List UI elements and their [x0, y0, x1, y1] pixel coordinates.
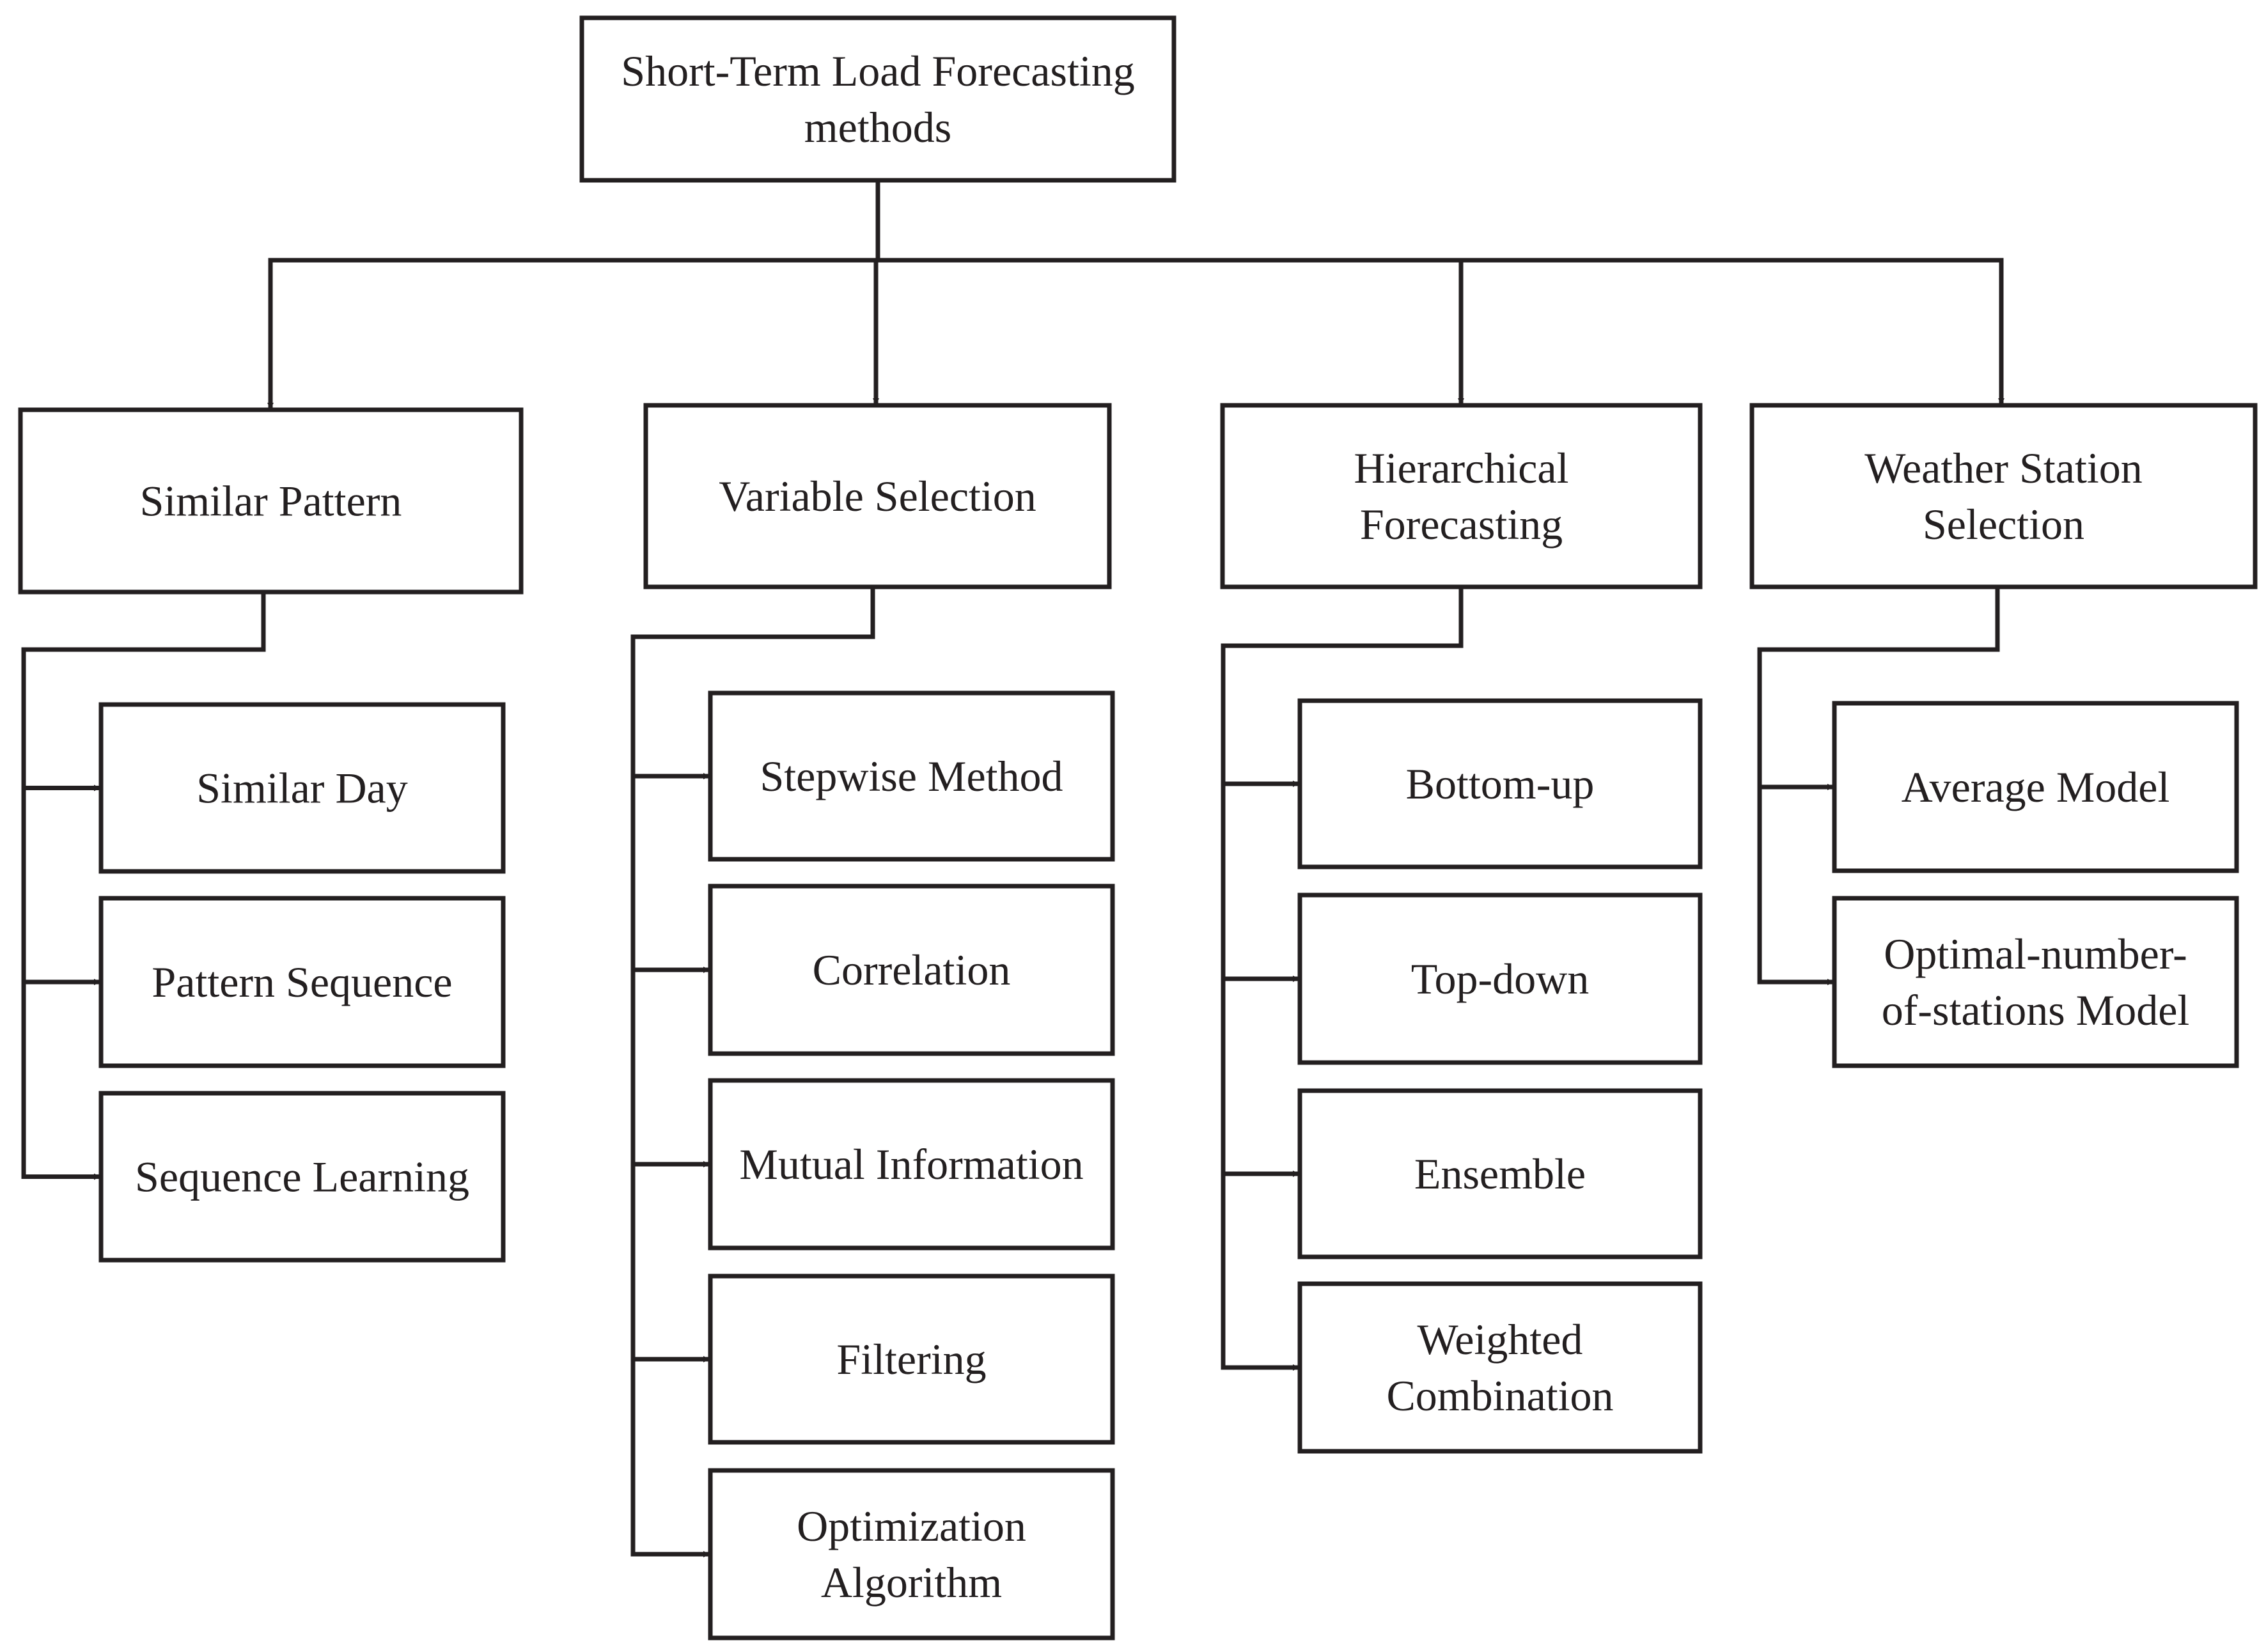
category-node-similar-pattern-label-line-1: Similar Pattern: [140, 477, 402, 526]
weather-station-selection-bus-line: [1757, 584, 2000, 985]
method-node-sequence-learning: Sequence Learning: [98, 1091, 506, 1263]
category-node-weather-station-selection-label-line-2: Selection: [1923, 500, 2084, 549]
method-node-optimization-algorithm-box: [708, 1468, 1115, 1640]
method-node-similar-day: Similar Day: [98, 702, 506, 874]
method-node-sequence-learning-label-line-1: Sequence Learning: [135, 1153, 469, 1201]
method-node-stepwise-method: Stepwise Method: [708, 690, 1115, 862]
root-node-short-term-load-forecasting-methods-label-line-2: methods: [804, 103, 951, 152]
category-node-similar-pattern: Similar Pattern: [18, 407, 524, 595]
method-node-average-model-box: [1832, 701, 2239, 873]
variable-selection-bus-line: [630, 573, 875, 1557]
method-node-bottom-up: Bottom-up: [1297, 698, 1703, 869]
method-node-mutual-information-label-line-1: Mutual Information: [739, 1140, 1083, 1188]
category-node-hierarchical-forecasting-box: [1220, 403, 1703, 589]
method-node-pattern-sequence-label-line-1: Pattern Sequence: [152, 958, 452, 1006]
method-node-bottom-up-box: [1297, 698, 1703, 869]
method-node-weighted-combination-box: [1297, 1281, 1703, 1454]
method-node-optimal-number-of-stations-model-label-line-2: of-stations Model: [1882, 986, 2190, 1034]
method-node-top-down-box: [1297, 892, 1703, 1065]
similar-pattern-bus-line: [21, 584, 266, 1179]
method-node-correlation-label-line-1: Correlation: [813, 946, 1011, 994]
category-node-variable-selection-box: [643, 403, 1112, 589]
method-node-stepwise-method-box: [708, 690, 1115, 862]
hierarchical-forecasting-bus-line: [1221, 584, 1464, 1370]
method-node-bottom-up-label-line-1: Bottom-up: [1406, 760, 1595, 808]
method-node-pattern-sequence-box: [98, 896, 506, 1068]
root-node-short-term-load-forecasting-methods: Short-Term Load Forecasting methods: [579, 15, 1176, 183]
method-node-stepwise-method-label-line-1: Stepwise Method: [760, 752, 1063, 800]
method-node-mutual-information: Mutual Information: [708, 1078, 1115, 1251]
method-node-top-down-label-line-1: Top-down: [1411, 955, 1590, 1003]
method-node-correlation: Correlation: [708, 884, 1115, 1056]
category-node-weather-station-selection-box: [1749, 403, 2258, 589]
method-node-pattern-sequence: Pattern Sequence: [98, 896, 506, 1068]
category-node-weather-station-selection-label-line-1: Weather Station: [1864, 444, 2143, 492]
method-node-optimal-number-of-stations-model-box: [1832, 896, 2239, 1068]
method-node-ensemble: Ensemble: [1297, 1088, 1703, 1259]
method-node-ensemble-box: [1297, 1088, 1703, 1259]
method-node-filtering-box: [708, 1274, 1115, 1445]
method-node-sequence-learning-box: [98, 1091, 506, 1263]
category-node-hierarchical-forecasting-label-line-1: Hierarchical: [1354, 444, 1569, 492]
method-node-weighted-combination-label-line-1: Weighted: [1418, 1315, 1583, 1364]
connectors: [21, 178, 2004, 1557]
root-node-short-term-load-forecasting-methods-label-line-1: Short-Term Load Forecasting: [621, 47, 1134, 95]
nodes: Short-Term Load Forecasting methodsSimila…: [18, 15, 2258, 1640]
method-node-similar-day-box: [98, 702, 506, 874]
method-node-optimal-number-of-stations-model-label-line-1: Optimal-number-: [1884, 930, 2187, 978]
category-node-hierarchical-forecasting-label-line-2: Forecasting: [1360, 500, 1563, 549]
category-node-similar-pattern-box: [18, 407, 524, 595]
method-node-filtering-label-line-1: Filtering: [836, 1335, 986, 1383]
category-node-variable-selection: Variable Selection: [643, 403, 1112, 589]
method-node-average-model-label-line-1: Average Model: [1902, 763, 2170, 811]
method-node-filtering: Filtering: [708, 1274, 1115, 1445]
method-node-similar-day-label-line-1: Similar Day: [196, 764, 408, 813]
method-node-mutual-information-box: [708, 1078, 1115, 1251]
method-node-ensemble-label-line-1: Ensemble: [1414, 1149, 1586, 1198]
method-node-correlation-box: [708, 884, 1115, 1056]
method-node-top-down: Top-down: [1297, 892, 1703, 1065]
method-node-optimal-number-of-stations-model: Optimal-number-of-stations Model: [1832, 896, 2239, 1068]
method-node-weighted-combination-label-line-2: Combination: [1386, 1371, 1613, 1420]
category-node-variable-selection-label-line-1: Variable Selection: [719, 472, 1036, 520]
method-node-average-model: Average Model: [1832, 701, 2239, 873]
method-node-optimization-algorithm-label-line-2: Algorithm: [821, 1558, 1002, 1607]
method-node-optimization-algorithm-label-line-1: Optimization: [797, 1502, 1026, 1550]
root-node-short-term-load-forecasting-methods-box: [579, 15, 1176, 183]
